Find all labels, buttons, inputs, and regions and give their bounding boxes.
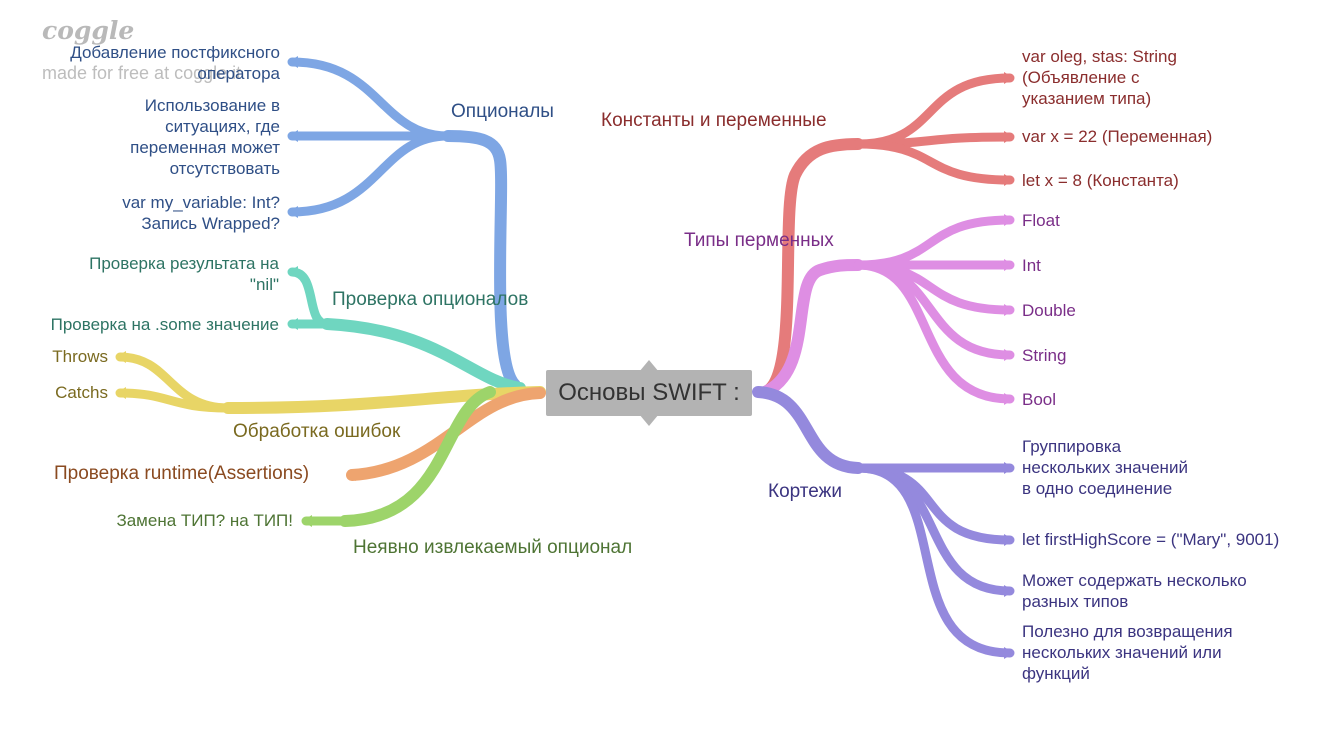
trunk-types [759, 259, 864, 398]
root-node[interactable]: Основы SWIFT : [546, 370, 752, 416]
coggle-logo: coggle [42, 16, 135, 45]
leaf-tuples-example[interactable]: let firstHighScore = ("Mary", 9001) [1022, 530, 1280, 549]
leaf-tuples-return[interactable]: Полезно для возвращения нескольких значе… [1022, 622, 1233, 683]
leaf-types-bool[interactable]: Bool [1022, 390, 1057, 409]
leaf-types-double[interactable]: Double [1022, 301, 1076, 320]
leaf-checks-some[interactable]: Проверка на .some значение [50, 315, 279, 334]
trunk-constants [759, 138, 864, 398]
root-bottom-handle[interactable] [639, 414, 659, 426]
leaf-optionals-declaration[interactable]: var my_variable: Int? Запись Wrapped? [122, 193, 280, 233]
leaf-constants-declaration[interactable]: var oleg, stas: String (Объявление с ука… [1022, 47, 1177, 108]
leaf-constants-constant[interactable]: let x = 8 (Константа) [1022, 171, 1179, 190]
branch-checks[interactable]: Проверка опционалов [332, 289, 529, 310]
leaf-types-float[interactable]: Float [1022, 211, 1060, 230]
leaf-constants-variable[interactable]: var x = 22 (Переменная) [1022, 127, 1213, 146]
branch-implicit[interactable]: Неявно извлекаемый опционал [353, 537, 633, 558]
trunk-errors [222, 386, 546, 414]
coggle-watermark-text: made for free at coggle.it [42, 63, 242, 83]
leaf-tuples-types[interactable]: Может содержать несколько разных типов [1022, 571, 1247, 611]
root-top-handle[interactable] [639, 360, 659, 372]
branch-constants[interactable]: Константы и переменные [601, 110, 827, 131]
leaf-optionals-postfix[interactable]: Добавление постфиксного оператора [70, 43, 280, 83]
trunk-implicit [339, 386, 496, 527]
leaf-implicit-replace[interactable]: Замена ТИП? на ТИП! [116, 511, 293, 530]
leaf-tuples-grouping[interactable]: Группировка нескольких значений в одно с… [1022, 437, 1188, 498]
leaf-errors-throws[interactable]: Throws [52, 347, 108, 366]
branch-types[interactable]: Типы перменных [684, 230, 834, 251]
leaf-optionals-usage[interactable]: Использование в ситуациях, где переменна… [130, 96, 280, 178]
trunk-optionals [442, 130, 521, 391]
branch-errors[interactable]: Обработка ошибок [233, 421, 401, 442]
trunk-checks [321, 318, 526, 394]
leaf-types-string[interactable]: String [1022, 346, 1067, 365]
branch-optionals[interactable]: Опционалы [451, 101, 554, 122]
branch-runtime[interactable]: Проверка runtime(Assertions) [54, 463, 310, 484]
leaf-types-int[interactable]: Int [1022, 256, 1041, 275]
leaf-checks-nil[interactable]: Проверка результата на "nil" [89, 254, 279, 294]
branch-tuples[interactable]: Кортежи [768, 481, 842, 502]
trunk-tuples [752, 386, 864, 474]
leaf-errors-catchs[interactable]: Catchs [55, 383, 108, 402]
root-label: Основы SWIFT : [558, 379, 740, 406]
